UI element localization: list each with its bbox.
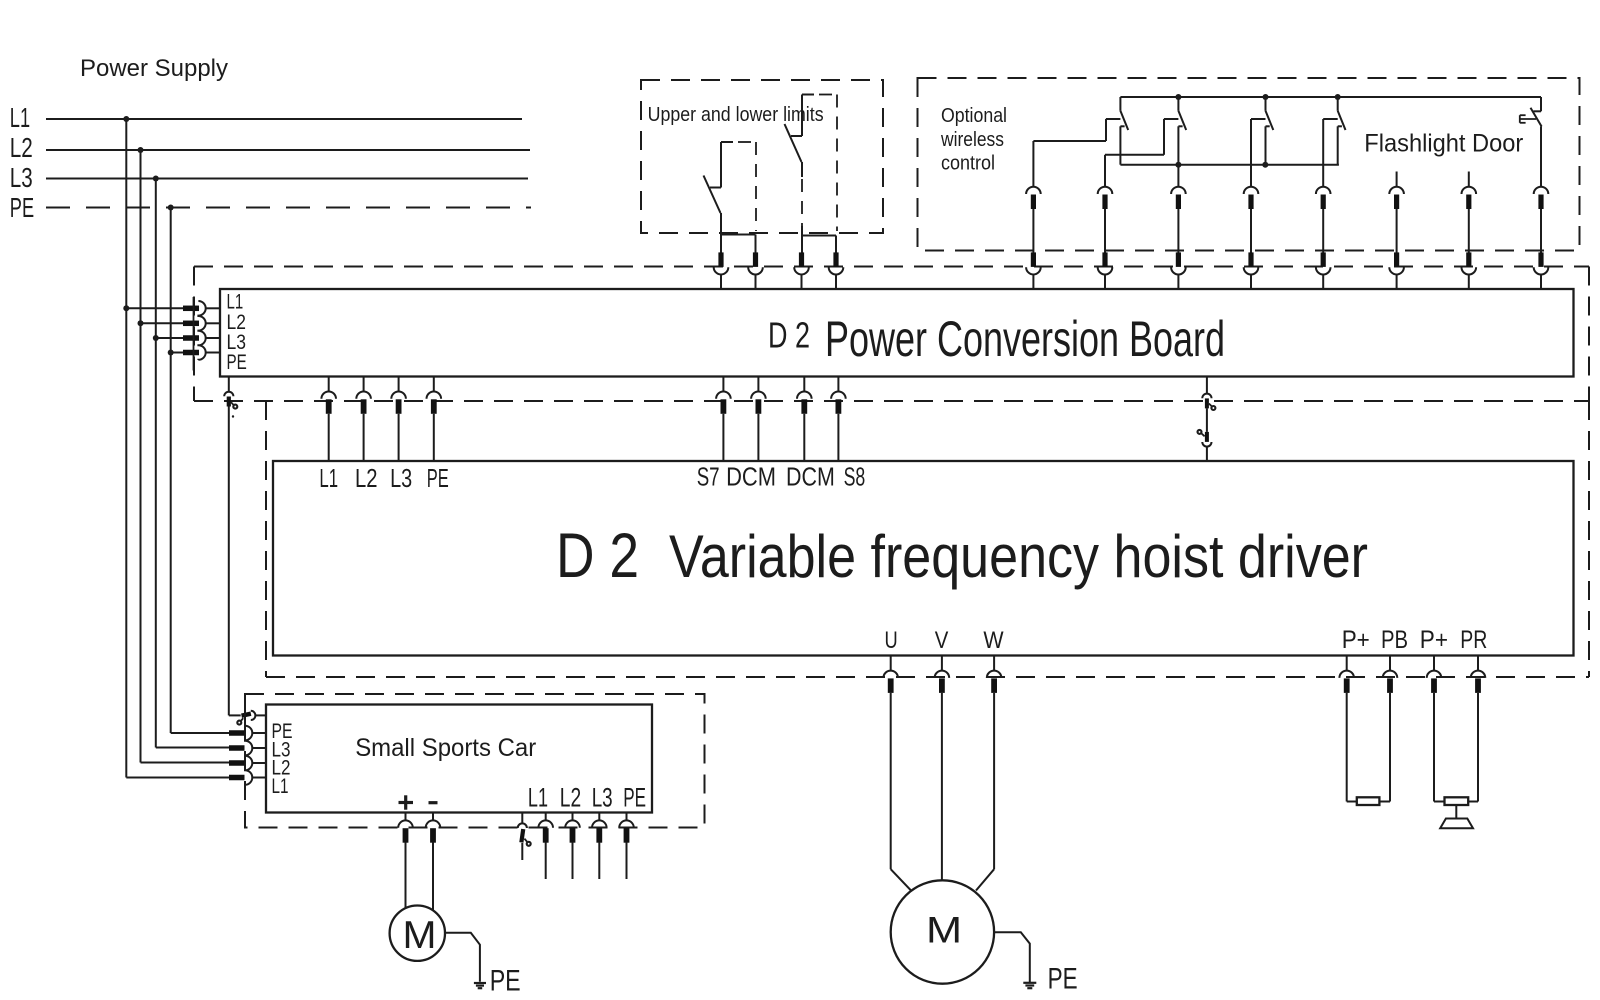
svg-text:L1: L1 (10, 102, 30, 133)
svg-text:L2: L2 (355, 463, 378, 493)
svg-text:L3: L3 (10, 162, 33, 193)
svg-text:L3: L3 (592, 783, 613, 813)
svg-text:P+: P+ (1420, 626, 1448, 654)
svg-text:L3: L3 (272, 736, 291, 761)
svg-text:L1: L1 (319, 463, 338, 493)
svg-text:Flashlight Door: Flashlight Door (1364, 130, 1523, 158)
svg-text:Small Sports Car: Small Sports Car (355, 734, 536, 762)
svg-text:Optional: Optional (941, 105, 1007, 127)
svg-text:L3: L3 (390, 463, 412, 493)
svg-text:control: control (941, 153, 995, 175)
svg-text:Upper and lower limits: Upper and lower limits (648, 104, 824, 126)
svg-text:M: M (926, 908, 962, 950)
svg-text:M: M (403, 914, 437, 957)
svg-text:PE: PE (272, 718, 293, 743)
svg-text:P+: P+ (1342, 626, 1370, 654)
svg-text:L2: L2 (272, 755, 291, 780)
svg-text:D 2: D 2 (556, 521, 639, 591)
svg-text:wireless: wireless (940, 129, 1004, 151)
svg-text:PE: PE (10, 192, 34, 223)
svg-text:L3: L3 (227, 330, 247, 354)
svg-text:PE: PE (623, 783, 646, 813)
svg-text:PE: PE (490, 965, 521, 998)
svg-text:PR: PR (1460, 626, 1487, 654)
svg-text:DCM: DCM (726, 462, 776, 492)
svg-text:Power Conversion Board: Power Conversion Board (825, 311, 1225, 367)
svg-text:V: V (935, 627, 949, 654)
svg-text:L1: L1 (272, 773, 289, 798)
svg-text:L1: L1 (227, 290, 244, 314)
svg-text:PE: PE (227, 350, 247, 374)
svg-text:Variable frequency hoist drive: Variable frequency hoist driver (669, 523, 1368, 590)
svg-text:S8: S8 (844, 462, 866, 492)
svg-text:L2: L2 (560, 783, 581, 813)
svg-text:W: W (983, 627, 1004, 654)
svg-text:PE: PE (427, 463, 449, 493)
svg-text:PB: PB (1381, 626, 1408, 654)
svg-text:S7: S7 (697, 462, 720, 492)
svg-text:L1: L1 (528, 783, 548, 813)
svg-text:D 2: D 2 (768, 315, 810, 356)
svg-text:L2: L2 (10, 132, 33, 163)
svg-text:PE: PE (1048, 963, 1078, 996)
svg-text:U: U (885, 627, 898, 654)
svg-text:DCM: DCM (786, 462, 835, 492)
svg-text:Power Supply: Power Supply (80, 55, 229, 82)
svg-text:L2: L2 (227, 310, 246, 334)
